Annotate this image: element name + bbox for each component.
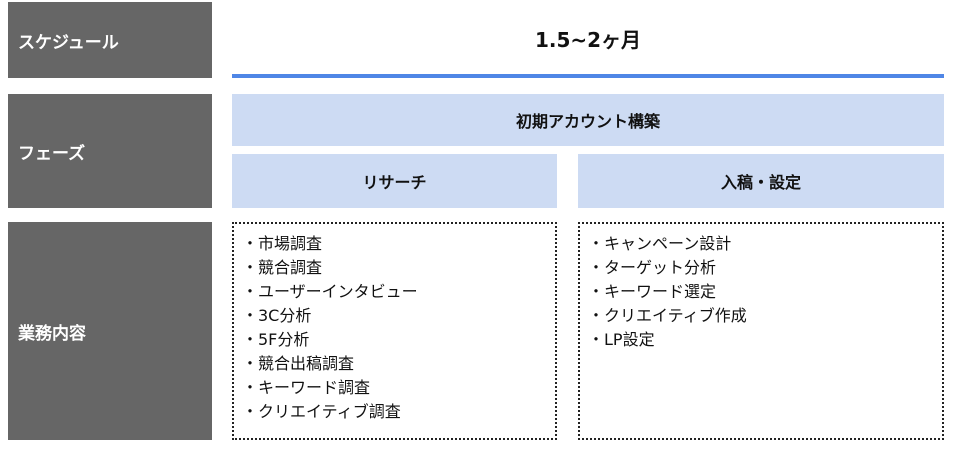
list-item: ・キーワード選定 — [588, 282, 717, 301]
phase-setup: 入稿・設定 — [578, 154, 944, 208]
list-item: ・5F分析 — [242, 330, 310, 349]
list-item: ・キーワード調査 — [242, 378, 371, 397]
research-task-list: ・市場調査 ・競合調査 ・ユーザーインタビュー ・3C分析 ・5F分析 ・競合出… — [232, 222, 557, 440]
schedule-label: スケジュール — [8, 2, 212, 78]
list-item: ・競合出稿調査 — [242, 354, 355, 373]
tasks-label: 業務内容 — [8, 222, 212, 440]
list-item: ・クリエイティブ作成 — [588, 306, 747, 325]
phase-main: 初期アカウント構築 — [232, 94, 944, 146]
phase-label: フェーズ — [8, 94, 212, 208]
list-item: ・LP設定 — [588, 330, 655, 349]
setup-task-list: ・キャンペーン設計 ・ターゲット分析 ・キーワード選定 ・クリエイティブ作成 ・… — [578, 222, 944, 440]
list-item: ・市場調査 — [242, 234, 323, 253]
phase-research: リサーチ — [232, 154, 557, 208]
list-item: ・ターゲット分析 — [588, 258, 717, 277]
list-item: ・競合調査 — [242, 258, 323, 277]
list-item: ・キャンペーン設計 — [588, 234, 732, 253]
schedule-duration: 1.5~2ヶ月 — [534, 28, 642, 52]
schedule-bar — [232, 74, 944, 78]
list-item: ・ユーザーインタビュー — [242, 282, 418, 301]
list-item: ・3C分析 — [242, 306, 312, 325]
list-item: ・クリエイティブ調査 — [242, 402, 401, 421]
